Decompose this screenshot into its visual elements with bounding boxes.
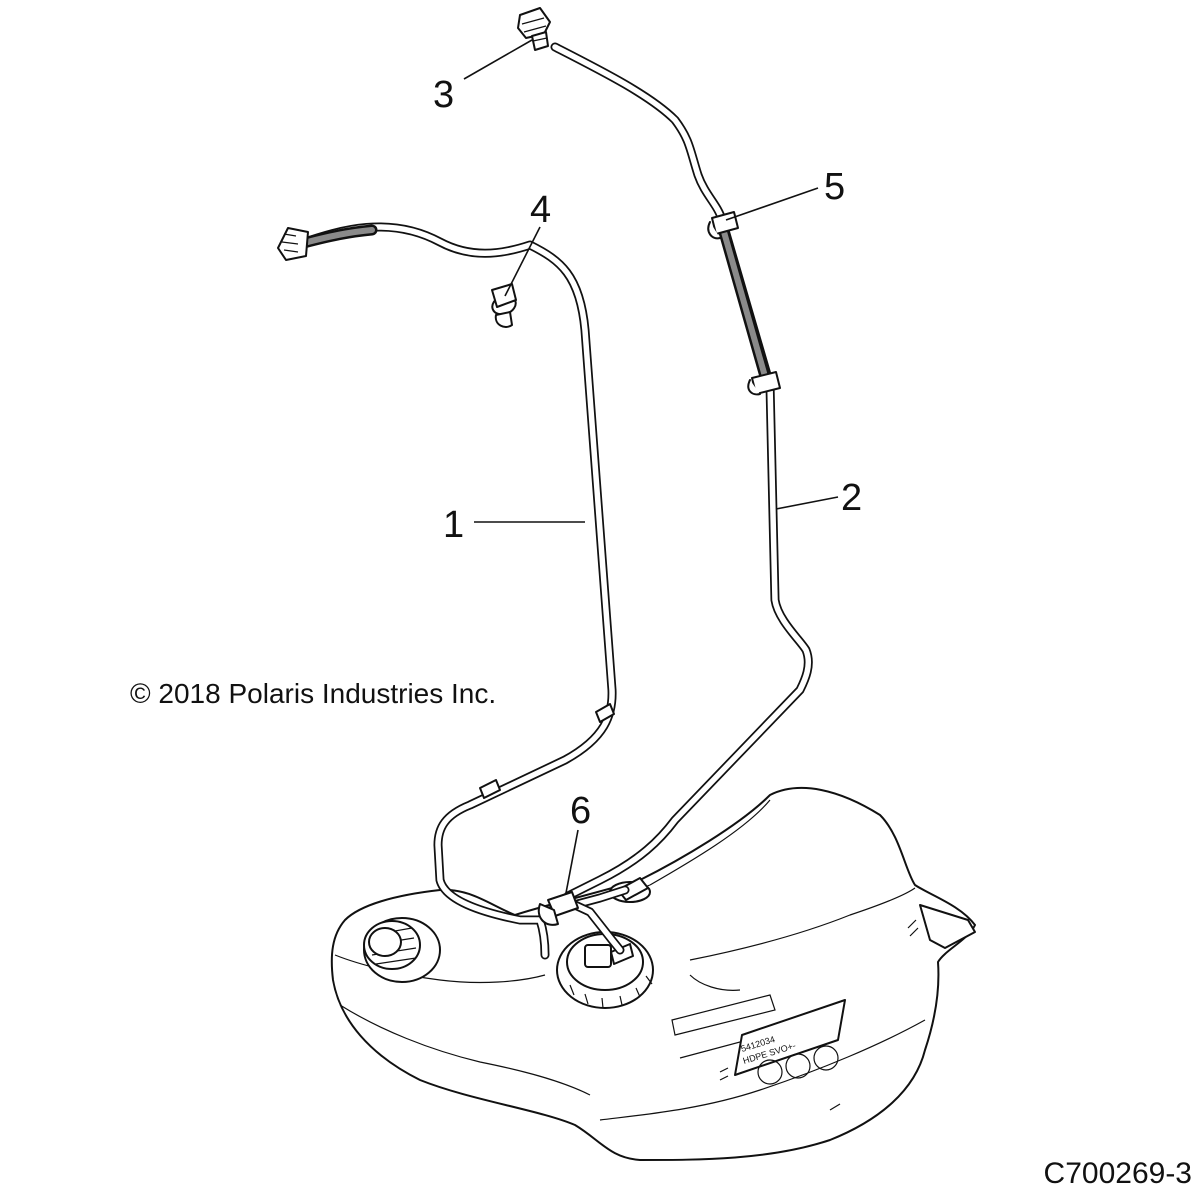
callout-2: 2	[841, 477, 862, 519]
copyright-notice: © 2018 Polaris Industries Inc.	[130, 678, 496, 709]
quick-connector	[277, 227, 309, 261]
clamp-4	[491, 283, 517, 328]
fuel-pump-module	[556, 931, 654, 1009]
leader-4	[504, 226, 541, 297]
leader-5	[725, 187, 819, 221]
vent-line-1	[277, 222, 617, 960]
leader-6	[565, 829, 579, 894]
clamp-lower	[747, 371, 781, 396]
callout-3: 3	[433, 74, 454, 116]
filler-neck	[363, 917, 441, 983]
clamp-6	[537, 891, 579, 926]
callout-5: 5	[824, 166, 845, 208]
callout-1: 1	[443, 504, 464, 546]
fuel-tank: 5412034 HDPE SVO+-	[330, 786, 976, 1161]
leader-3	[463, 39, 533, 80]
callout-6: 6	[570, 790, 591, 832]
elbow-fitting-3	[517, 7, 551, 51]
figure-id: C700269-3	[1044, 1157, 1192, 1190]
callout-4: 4	[530, 189, 551, 231]
leader-2	[775, 496, 839, 510]
